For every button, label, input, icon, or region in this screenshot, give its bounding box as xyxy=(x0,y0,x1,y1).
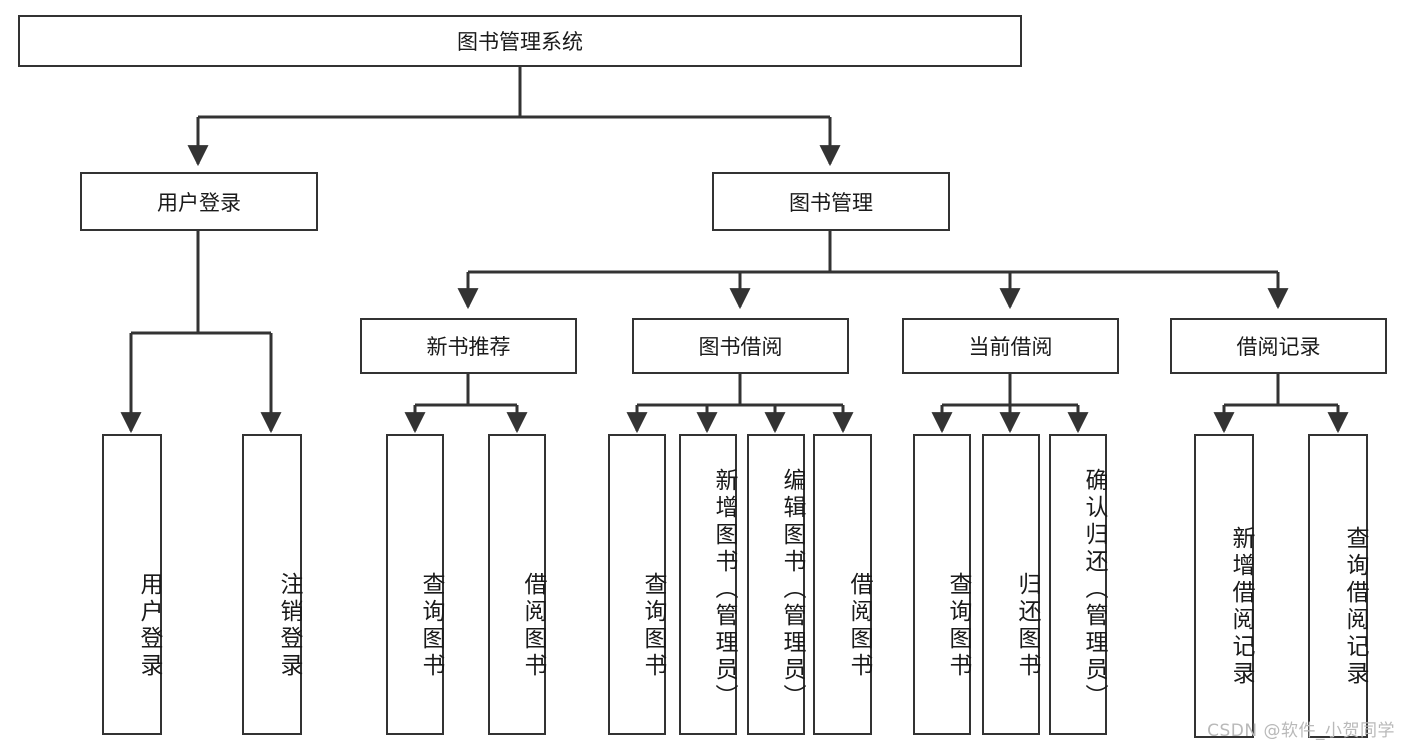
node-book-management[interactable]: 图书管理 xyxy=(712,172,950,231)
node-leaf-query-book-3-label: 查询图书 xyxy=(945,571,971,680)
node-leaf-edit-book-admin-label: 编辑图书（管理员） xyxy=(779,468,805,711)
node-leaf-query-book-3[interactable]: 查询图书 xyxy=(913,434,971,735)
node-leaf-user-login[interactable]: 用户登录 xyxy=(102,434,162,735)
node-leaf-borrow-book-2-label: 借阅图书 xyxy=(846,571,872,680)
node-leaf-logout-login-label: 注销登录 xyxy=(276,571,302,680)
node-new-book-recommend-label: 新书推荐 xyxy=(426,335,511,359)
node-leaf-add-borrow-record-label: 新增借阅记录 xyxy=(1228,526,1254,688)
node-leaf-confirm-return-admin-label: 确认归还（管理员） xyxy=(1081,468,1107,711)
node-current-borrow-label: 当前借阅 xyxy=(968,335,1053,359)
node-borrow-record-label: 借阅记录 xyxy=(1236,335,1321,359)
node-leaf-confirm-return-admin[interactable]: 确认归还（管理员） xyxy=(1049,434,1107,735)
node-leaf-return-book-label: 归还图书 xyxy=(1014,571,1040,680)
node-leaf-edit-book-admin[interactable]: 编辑图书（管理员） xyxy=(747,434,805,735)
node-root-label: 图书管理系统 xyxy=(457,30,583,54)
node-root[interactable]: 图书管理系统 xyxy=(18,15,1022,67)
node-leaf-query-book-1-label: 查询图书 xyxy=(418,571,444,680)
node-leaf-add-book-admin-label: 新增图书（管理员） xyxy=(711,468,737,711)
node-leaf-query-borrow-record[interactable]: 查询借阅记录 xyxy=(1308,434,1368,738)
node-leaf-query-book-2-label: 查询图书 xyxy=(640,571,666,680)
csdn-watermark: CSDN @软件_小贺同学 xyxy=(1207,721,1395,741)
node-leaf-return-book[interactable]: 归还图书 xyxy=(982,434,1040,735)
node-leaf-borrow-book-1-label: 借阅图书 xyxy=(520,571,546,680)
node-new-book-recommend[interactable]: 新书推荐 xyxy=(360,318,577,374)
node-leaf-borrow-book-1[interactable]: 借阅图书 xyxy=(488,434,546,735)
node-leaf-add-book-admin[interactable]: 新增图书（管理员） xyxy=(679,434,737,735)
node-book-borrow[interactable]: 图书借阅 xyxy=(632,318,849,374)
node-book-borrow-label: 图书借阅 xyxy=(698,335,783,359)
node-user-login-label: 用户登录 xyxy=(157,190,241,215)
node-leaf-borrow-book-2[interactable]: 借阅图书 xyxy=(813,434,872,735)
node-user-login[interactable]: 用户登录 xyxy=(80,172,318,231)
node-leaf-query-book-1[interactable]: 查询图书 xyxy=(386,434,444,735)
node-leaf-user-login-label: 用户登录 xyxy=(136,571,162,680)
node-book-management-label: 图书管理 xyxy=(789,190,873,215)
node-leaf-add-borrow-record[interactable]: 新增借阅记录 xyxy=(1194,434,1254,738)
node-leaf-logout-login[interactable]: 注销登录 xyxy=(242,434,302,735)
node-leaf-query-book-2[interactable]: 查询图书 xyxy=(608,434,666,735)
node-leaf-query-borrow-record-label: 查询借阅记录 xyxy=(1342,526,1368,688)
node-borrow-record[interactable]: 借阅记录 xyxy=(1170,318,1387,374)
node-current-borrow[interactable]: 当前借阅 xyxy=(902,318,1119,374)
